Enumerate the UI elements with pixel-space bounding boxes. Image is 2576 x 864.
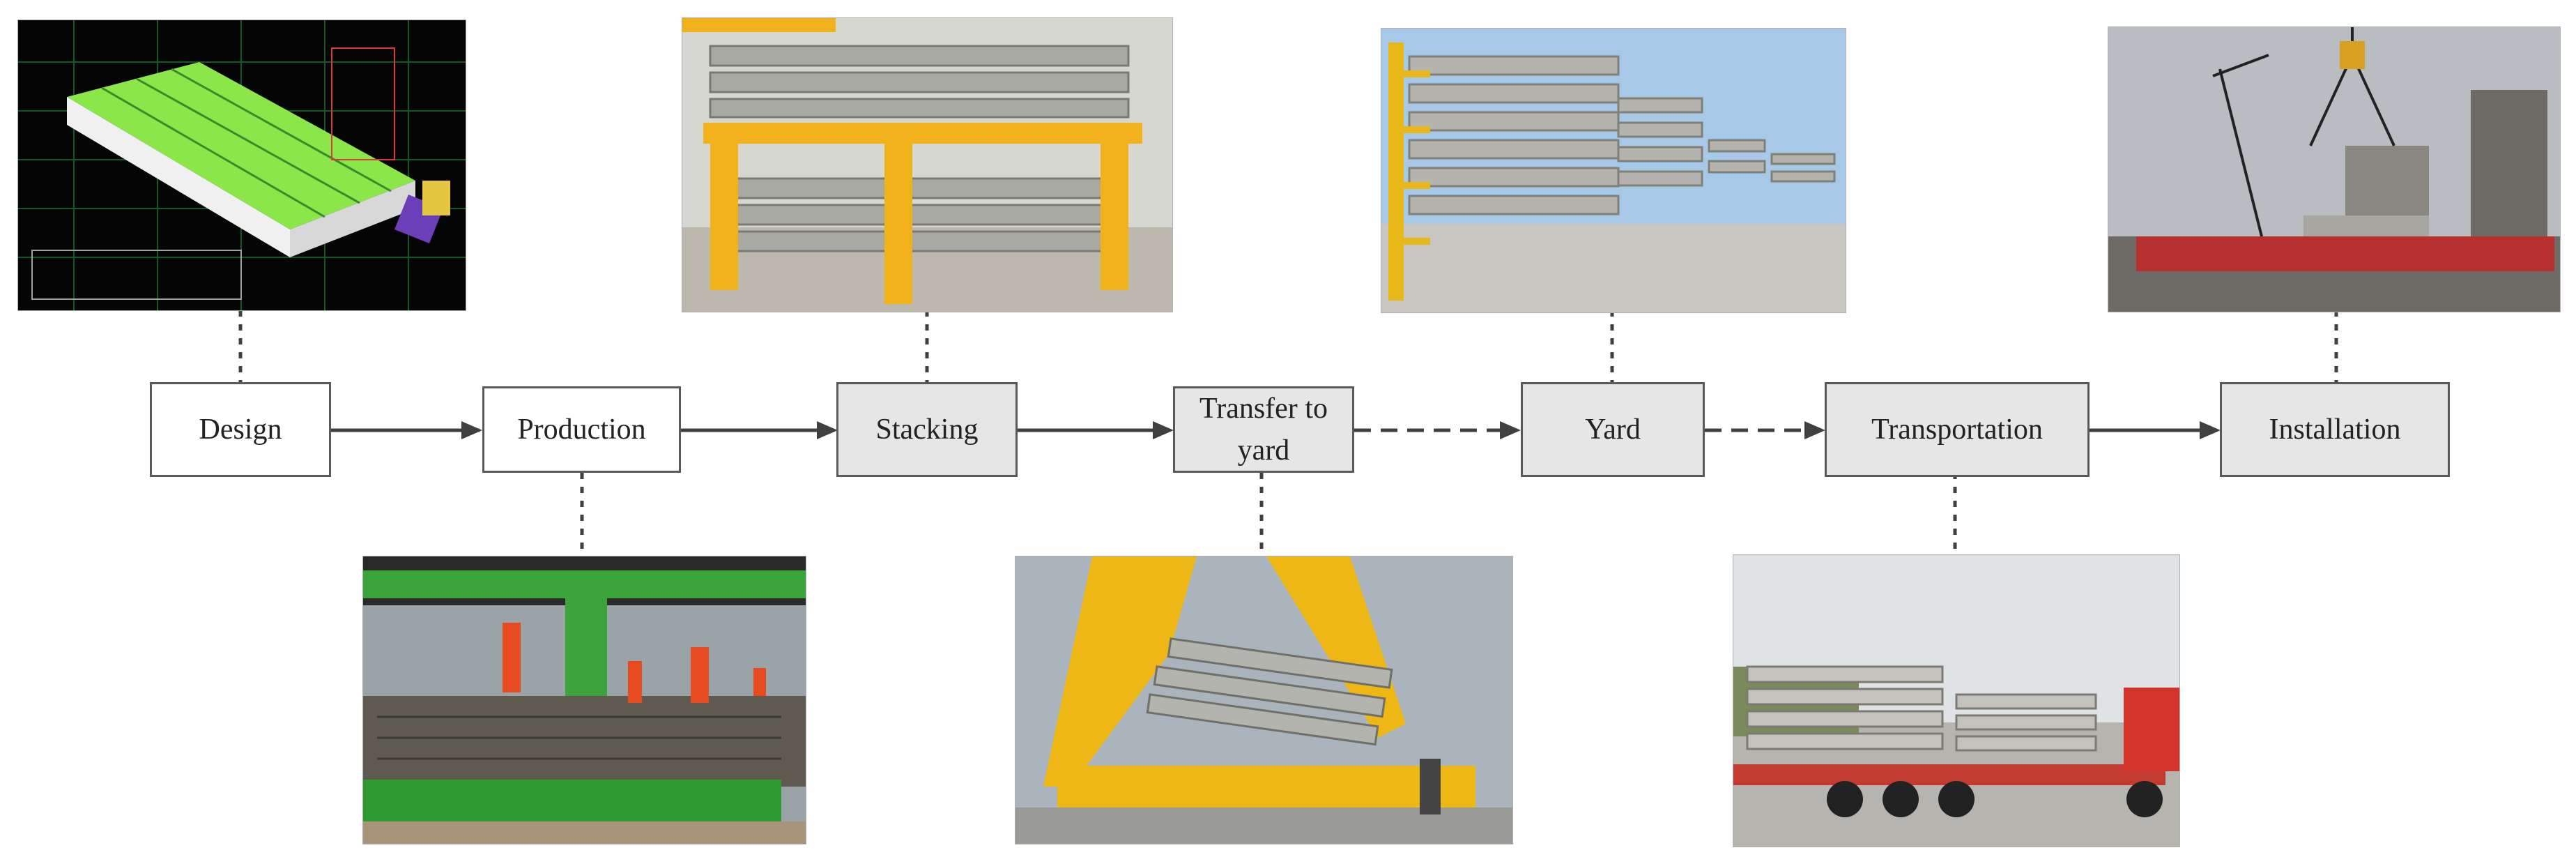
step-label: Design xyxy=(199,414,282,446)
bim-model-photo xyxy=(17,20,466,311)
step-label: Installation xyxy=(2269,414,2401,446)
arrowhead-installation xyxy=(2200,421,2221,439)
arrowhead-stacking xyxy=(817,421,838,439)
site-installation-photo xyxy=(2108,26,2561,312)
step-transportation: Transportation xyxy=(1825,382,2090,477)
step-label: Yard xyxy=(1585,414,1641,446)
stacking-rack-photo xyxy=(682,17,1173,312)
step-label: Transportation xyxy=(1871,414,2043,446)
truck-transport-photo xyxy=(1733,554,2180,847)
step-production: Production xyxy=(482,386,681,473)
crane-lift-photo xyxy=(1015,556,1513,844)
step-label: Transfer to yard xyxy=(1199,393,1328,467)
factory-casting-photo xyxy=(362,556,806,844)
storage-yard-photo xyxy=(1381,28,1846,313)
step-label: Production xyxy=(517,414,646,446)
step-installation: Installation xyxy=(2220,382,2450,477)
step-yard: Yard xyxy=(1521,382,1705,477)
arrowhead-transfer xyxy=(1153,421,1174,439)
arrowhead-transportation xyxy=(1804,421,1825,439)
arrowhead-yard xyxy=(1500,421,1521,439)
step-transfer-to-yard: Transfer to yard xyxy=(1173,386,1354,473)
step-stacking: Stacking xyxy=(836,382,1018,477)
arrowhead-production xyxy=(461,421,482,439)
step-label: Stacking xyxy=(875,414,979,446)
step-design: Design xyxy=(150,382,331,477)
